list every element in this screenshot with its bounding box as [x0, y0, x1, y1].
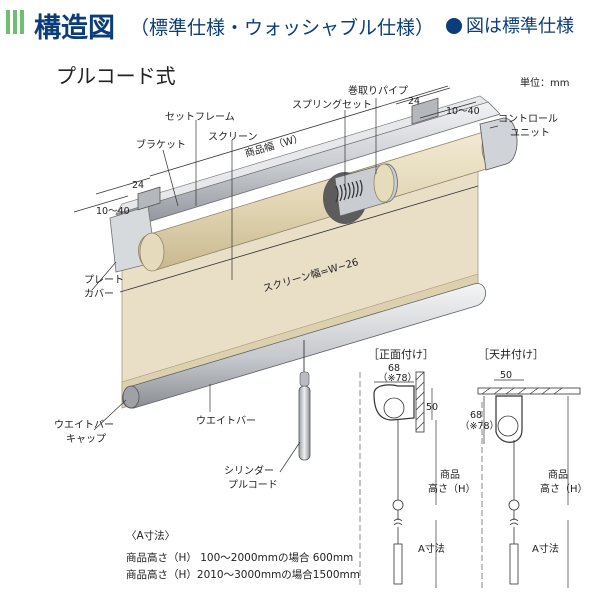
ceiling-height-2: 高さ（H） [540, 482, 588, 495]
label-dim-24-right: 24 [408, 96, 420, 107]
bracket-right [411, 97, 439, 125]
front-dim-50: 50 [426, 402, 438, 413]
label-set-frame: セットフレーム [165, 111, 235, 123]
cylinder-pull-cord [298, 385, 311, 461]
label-weight-bar: ウエイトバー [196, 415, 256, 427]
bracket-left [137, 186, 161, 211]
label-control-unit-2: ユニット [510, 128, 550, 139]
diagram-type-label: プルコード式 [56, 64, 176, 88]
main-dimension-lines [73, 85, 479, 293]
front-dim-68: 68 [388, 363, 400, 374]
page-title: 構造図 [34, 13, 115, 44]
take-up-pipe-end [373, 163, 395, 203]
roller-blind-illustration [109, 95, 518, 461]
page-subtitle: （標準仕様・ウォッシャブル仕様） [130, 17, 435, 39]
label-plate-cover-2: カバー [84, 288, 114, 300]
label-dim-10-40-right: 10～40 [446, 106, 480, 117]
label-take-up-pipe: 巻取りパイプ [348, 85, 408, 97]
ceiling-a-dim: A寸法 [532, 542, 559, 555]
header: 構造図 （標準仕様・ウォッシャブル仕様） 図は標準仕様 [0, 0, 600, 46]
label-cylinder-2: プルコード [228, 479, 278, 491]
front-wall-hatch [415, 371, 425, 431]
front-height-1: 商品 [440, 468, 460, 481]
a-dimension-line-2: 商品高さ（H）2010～3000mmの場合1500mm [126, 569, 360, 581]
front-mount-view: ［正面付け］ 68 （※78） 50 商品 高さ（H） A寸法 [359, 348, 476, 588]
standard-note: 図は標準仕様 [446, 12, 574, 38]
weight-bar-cap [122, 385, 140, 409]
ceiling-mount-title: ［天井付け］ [478, 347, 544, 361]
label-plate-cover-1: プレート [84, 274, 124, 286]
set-frame-back [115, 95, 489, 215]
label-weight-bar-cap-2: キャップ [66, 433, 106, 445]
standard-note-text: 図は標準仕様 [466, 16, 574, 37]
ceiling-height-1: 商品 [548, 468, 568, 481]
front-unit-profile [373, 384, 415, 421]
label-bracket: ブラケット [136, 138, 186, 151]
a-dimension-heading: 〈A寸法〉 [126, 530, 176, 542]
ceiling-mount-view: ［天井付け］ 50 68 （※78） 商品 高さ（H） A寸法 [460, 347, 588, 588]
ceiling-hatch [481, 387, 563, 395]
label-cylinder-1: シリンダー [224, 464, 274, 477]
a-dimension-line-1: 商品高さ（H） 100～2000mmの場合 600mm [126, 552, 354, 564]
label-screen: スクリーン [208, 131, 258, 143]
label-control-unit-1: コントロール [498, 114, 558, 125]
ceiling-unit-profile [495, 395, 523, 443]
ceiling-dim-78: （※78） [460, 420, 499, 432]
front-mount-title: ［正面付け］ [368, 348, 434, 361]
title-accent-bars [6, 10, 26, 34]
label-dim-24-left: 24 [132, 180, 144, 191]
roller-end-cap-left [139, 232, 165, 272]
front-a-dim: A寸法 [418, 542, 445, 555]
front-dim-78: （※78） [378, 372, 417, 384]
control-unit [479, 117, 518, 171]
ceiling-dim-50: 50 [500, 370, 512, 381]
ceiling-surface [477, 387, 581, 395]
unit-label: 単位：mm [520, 78, 570, 89]
leader-lines [91, 98, 499, 473]
label-weight-bar-cap-1: ウエイトバー [54, 419, 114, 431]
cylinder-knob [299, 371, 310, 387]
bullet-icon [446, 18, 462, 34]
front-height-2: 高さ（H） [428, 482, 476, 495]
ceiling-dim-68: 68 [470, 410, 482, 421]
label-spring-set: スプリングセット [292, 98, 372, 111]
label-dim-10-40-left: 10～40 [96, 206, 130, 217]
spring-coil [335, 179, 363, 203]
